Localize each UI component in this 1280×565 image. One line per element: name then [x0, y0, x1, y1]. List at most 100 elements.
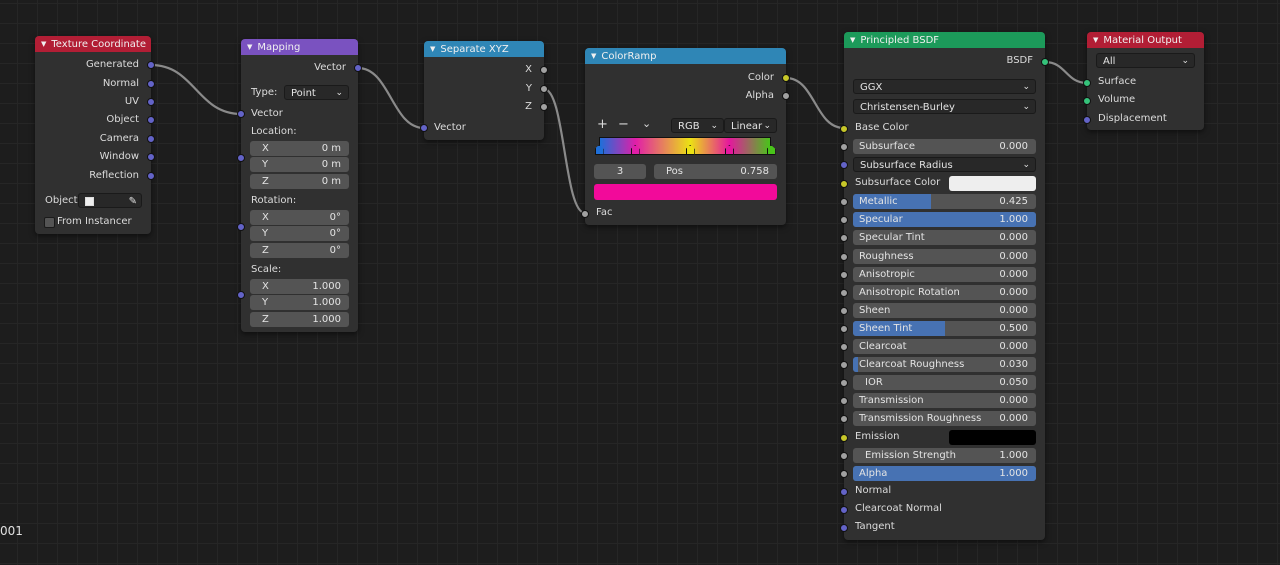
socket-transmission-roughness[interactable]: [840, 415, 848, 423]
node-header[interactable]: ▼Separate XYZ: [424, 41, 544, 57]
socket-specular-tint[interactable]: [840, 234, 848, 242]
socket-location[interactable]: [237, 154, 245, 162]
socket-clearcoat-normal[interactable]: [840, 506, 848, 514]
socket-displacement[interactable]: [1083, 116, 1091, 124]
socket-rotation[interactable]: [237, 223, 245, 231]
color-ramp-gradient[interactable]: [599, 137, 771, 155]
socket-color[interactable]: [782, 74, 790, 82]
ramp-menu-button[interactable]: ⌄: [642, 117, 652, 130]
distribution-dropdown[interactable]: GGX⌄: [853, 79, 1036, 94]
collapse-triangle-icon[interactable]: ▼: [247, 43, 253, 51]
socket-clearcoat[interactable]: [840, 343, 848, 351]
socket-emission-strength[interactable]: [840, 452, 848, 460]
material-output-node[interactable]: ▼Material Output All⌄ Surface Volume Dis…: [1083, 32, 1204, 130]
node-header[interactable]: ▼Mapping: [241, 39, 358, 55]
from-instancer-checkbox[interactable]: [44, 217, 55, 228]
collapse-triangle-icon[interactable]: ▼: [591, 52, 597, 60]
principled-bsdf-node[interactable]: ▼Principled BSDF BSDF GGX⌄ Christensen-B…: [840, 32, 1049, 540]
socket-metallic[interactable]: [840, 198, 848, 206]
collapse-triangle-icon[interactable]: ▼: [850, 36, 856, 44]
object-field[interactable]: ✎: [78, 193, 142, 208]
add-stop-button[interactable]: +: [597, 117, 608, 132]
color-stop-marker[interactable]: [594, 145, 604, 155]
socket-generated[interactable]: [147, 61, 155, 69]
socket-normal[interactable]: [147, 80, 155, 88]
socket-base-color[interactable]: [840, 125, 848, 133]
socket-subsurface[interactable]: [840, 143, 848, 151]
socket-surface[interactable]: [1083, 79, 1091, 87]
texture-coordinate-node[interactable]: ▼Texture Coordinate Generated Normal UV …: [35, 36, 155, 234]
socket-reflection[interactable]: [147, 172, 155, 180]
socket-emission[interactable]: [840, 434, 848, 442]
collapse-triangle-icon[interactable]: ▼: [1093, 36, 1099, 44]
socket-alpha[interactable]: [782, 92, 790, 100]
target-dropdown[interactable]: All⌄: [1096, 53, 1195, 68]
socket-sheen[interactable]: [840, 307, 848, 315]
socket-alpha[interactable]: [840, 470, 848, 478]
socket-transmission[interactable]: [840, 397, 848, 405]
node-header[interactable]: ▼ColorRamp: [585, 48, 786, 64]
socket-subsurface-radius[interactable]: [840, 161, 848, 169]
color-stop-marker[interactable]: [766, 145, 776, 155]
socket-bsdf[interactable]: [1041, 58, 1049, 66]
socket-window[interactable]: [147, 153, 155, 161]
eyedropper-icon[interactable]: ✎: [128, 196, 137, 207]
subsurface-color-swatch[interactable]: [949, 176, 1036, 191]
socket-output-vector[interactable]: [354, 64, 362, 72]
socket-z[interactable]: [540, 103, 548, 111]
socket-subsurface-color[interactable]: [840, 180, 848, 188]
socket-x[interactable]: [540, 66, 548, 74]
socket-volume[interactable]: [1083, 97, 1091, 105]
stop-color-swatch[interactable]: [594, 184, 777, 200]
socket-ior[interactable]: [840, 379, 848, 387]
color-stop-marker[interactable]: [685, 145, 695, 155]
socket-normal[interactable]: [840, 488, 848, 496]
socket-roughness[interactable]: [840, 253, 848, 261]
socket-fac[interactable]: [581, 210, 589, 218]
interpolation-dropdown[interactable]: Linear⌄: [724, 118, 777, 133]
separate-xyz-node[interactable]: ▼Separate XYZ X Y Z Vector: [420, 41, 548, 140]
socket-specular[interactable]: [840, 216, 848, 224]
socket-uv[interactable]: [147, 98, 155, 106]
color-stop-marker[interactable]: [724, 145, 734, 155]
remove-stop-button[interactable]: −: [618, 117, 629, 132]
socket-clearcoat-roughness[interactable]: [840, 361, 848, 369]
stop-index-field[interactable]: 3: [594, 164, 646, 179]
color-mode-dropdown[interactable]: RGB⌄: [671, 118, 724, 133]
socket-scale[interactable]: [237, 291, 245, 299]
collapse-triangle-icon[interactable]: ▼: [41, 40, 47, 48]
socket-input-vector[interactable]: [237, 110, 245, 118]
socket-input-vector[interactable]: [420, 124, 428, 132]
subsurface-method-dropdown[interactable]: Christensen-Burley⌄: [853, 99, 1036, 114]
colorramp-node[interactable]: ▼ColorRamp Color Alpha + − ⌄ RGB⌄ Linear…: [581, 48, 790, 225]
collapse-triangle-icon[interactable]: ▼: [430, 45, 436, 53]
node-header[interactable]: ▼Principled BSDF: [844, 32, 1045, 48]
socket-anisotropic-rotation[interactable]: [840, 289, 848, 297]
mapping-node[interactable]: ▼Mapping Vector Type: Point⌄ Vector Loca…: [237, 39, 362, 332]
socket-anisotropic[interactable]: [840, 271, 848, 279]
